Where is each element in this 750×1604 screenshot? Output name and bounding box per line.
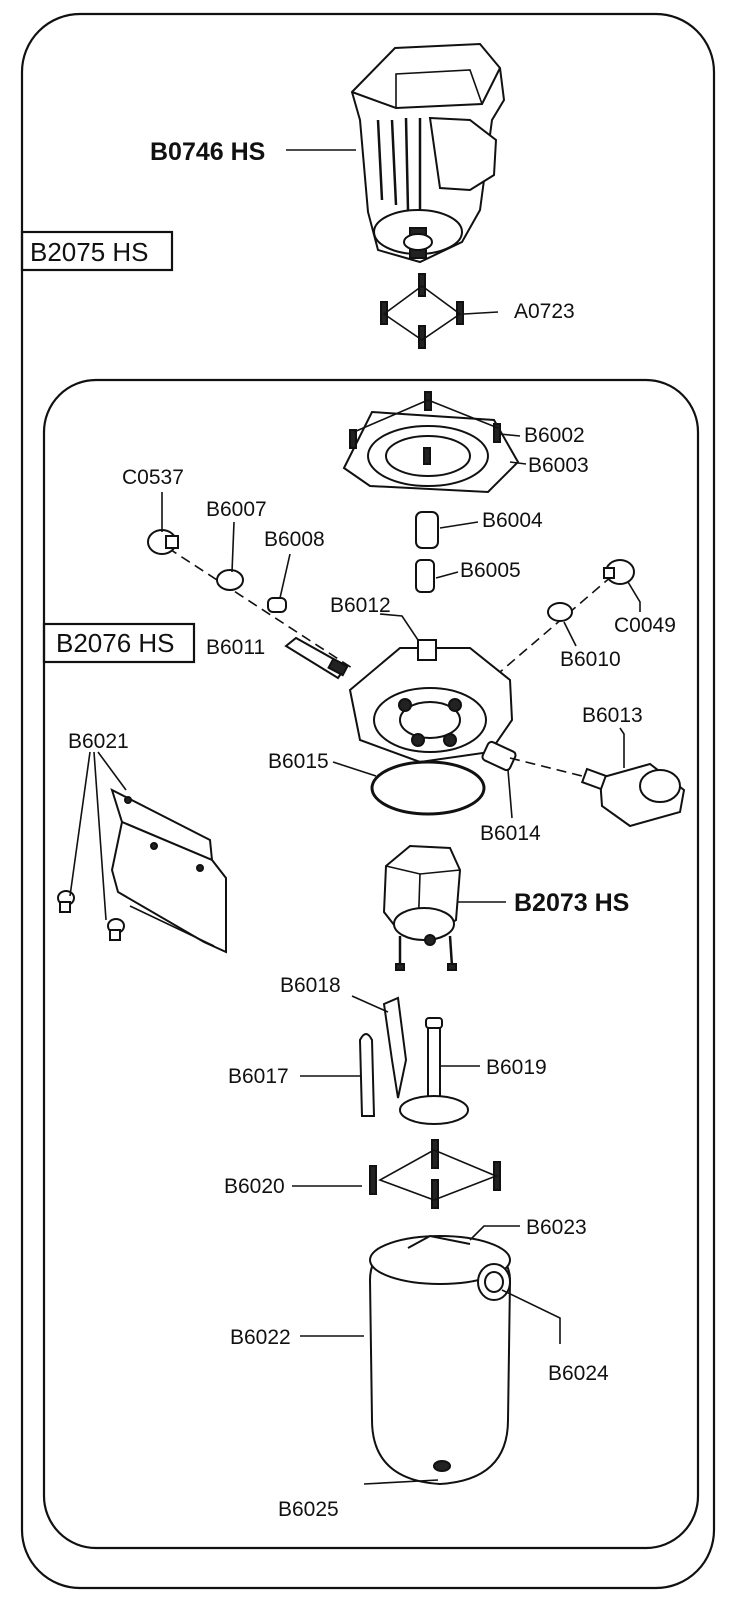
filter-tube-drawing (358, 1033, 376, 1117)
label-tank-cap: B6023 (526, 1216, 587, 1239)
filter-drawing (399, 1017, 469, 1125)
label-cover-screws: B6002 (524, 424, 585, 447)
assembly-axis-left (167, 547, 353, 669)
motor-screws-drawing (380, 273, 464, 349)
assembly-axis-valve (509, 757, 591, 779)
label-breather: B6024 (548, 1362, 609, 1385)
inner-group-label: B2076 HS (42, 622, 196, 664)
outer-group-label: B2075 HS (20, 230, 174, 272)
cover-plate-drawing (342, 410, 520, 494)
label-drain-plug: B6025 (278, 1498, 339, 1521)
label-left-cap: C0537 (122, 466, 184, 489)
label-bracket: B6021 (68, 730, 129, 753)
label-check-valve: B6011 (206, 636, 265, 659)
suction-tube-drawing (382, 996, 408, 1099)
label-tank: B6022 (230, 1326, 291, 1349)
bracket-drawing (110, 788, 227, 954)
label-left-plug: B6008 (264, 528, 325, 551)
tank-screws-drawing (369, 1139, 501, 1209)
cover-screws-drawing (349, 391, 501, 449)
assembly-axis-right (499, 575, 613, 673)
motor-drawing (350, 42, 506, 264)
label-motor-screws: A0723 (514, 300, 575, 323)
leader-lines (69, 149, 641, 1485)
label-pump-body: B6012 (330, 594, 391, 617)
left-plug-drawing (267, 597, 287, 613)
left-washer-drawing (216, 569, 244, 591)
inner-group-frame (42, 378, 700, 1550)
label-filter: B6019 (486, 1056, 547, 1079)
label-o-ring: B6015 (268, 750, 329, 773)
fitting-drawing (481, 740, 517, 772)
pump-body-drawing (348, 639, 514, 764)
label-right-cap: C0049 (614, 614, 676, 637)
tank-drawing (368, 1234, 512, 1486)
label-pump-motor: B2073 HS (514, 889, 629, 917)
label-piston: B6004 (482, 509, 543, 532)
bracket-screws-drawing (57, 890, 125, 941)
label-cover-plate: B6003 (528, 454, 589, 477)
inner-group-label-text: B2076 HS (56, 628, 175, 658)
piston-drawing (415, 511, 439, 593)
label-right-washer: B6010 (560, 648, 621, 671)
outer-group-label-text: B2075 HS (30, 237, 149, 267)
label-tank-screws: B6020 (224, 1175, 285, 1198)
label-piston-sleeve: B6005 (460, 559, 521, 582)
solenoid-valve-drawing (580, 762, 686, 828)
breather-drawing (477, 1263, 511, 1301)
label-solenoid-valve: B6013 (582, 704, 643, 727)
label-motor: B0746 HS (150, 138, 265, 166)
pump-motor-drawing (382, 844, 462, 971)
label-filter-tube: B6017 (228, 1065, 289, 1088)
label-fitting: B6014 (480, 822, 541, 845)
left-cap-drawing (147, 529, 179, 555)
check-valve-drawing (284, 636, 349, 680)
o-ring-drawing (370, 760, 486, 816)
label-left-washer: B6007 (206, 498, 267, 521)
right-cap-drawing (603, 559, 635, 585)
label-suction-tube: B6018 (280, 974, 341, 997)
outer-group-frame (20, 12, 716, 1590)
right-washer-drawing (547, 602, 573, 622)
